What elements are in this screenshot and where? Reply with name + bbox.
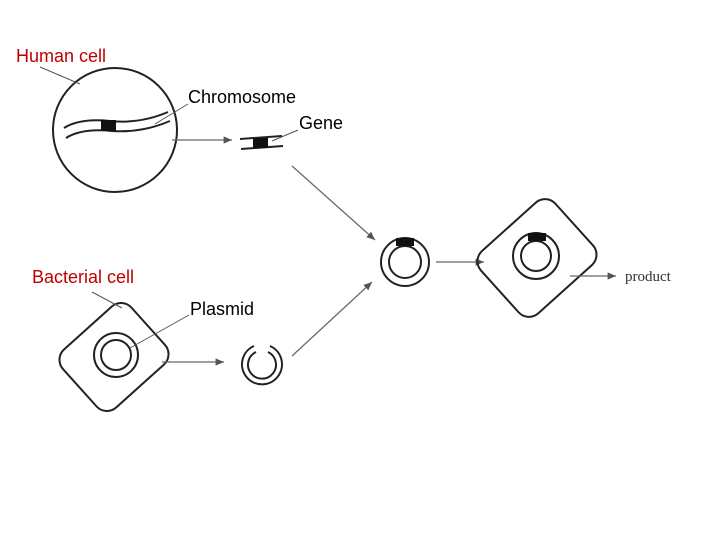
- arrow-plasmid-to-recombinant: [291, 281, 373, 357]
- chromosome-strand-bottom: [65, 120, 171, 139]
- gene-leader-line: [271, 129, 299, 142]
- plasmid-label: Plasmid: [190, 299, 254, 319]
- gene-label: Gene: [299, 113, 343, 133]
- plasmid-leader-line: [129, 314, 190, 349]
- bacterial-cell-label: Bacterial cell: [32, 267, 134, 287]
- cut-plasmid: [241, 345, 283, 386]
- human-cell-leader-line: [39, 66, 81, 85]
- bacterial-plasmid-outer: [93, 332, 139, 378]
- gene-band: [101, 120, 116, 131]
- bacterial-cell-leader-line: [91, 291, 123, 309]
- recombinant-plasmid: [380, 237, 430, 287]
- chromosome-leader-line: [154, 103, 189, 125]
- bacterial-cell: [58, 302, 170, 412]
- transformed-cell-wall: [476, 198, 598, 318]
- transformed-bacterial-cell: [476, 198, 598, 318]
- isolated-gene: [239, 135, 284, 150]
- bacterial-cell-wall: [58, 302, 170, 412]
- human-cell: [52, 67, 178, 193]
- chromosome-label: Chromosome: [188, 87, 296, 107]
- human-cell-label: Human cell: [16, 46, 106, 66]
- human-cell-membrane: [52, 67, 178, 193]
- bacterial-plasmid-inner: [100, 339, 132, 371]
- arrow-gene-to-recombinant: [291, 165, 376, 241]
- product-label: product: [625, 269, 672, 285]
